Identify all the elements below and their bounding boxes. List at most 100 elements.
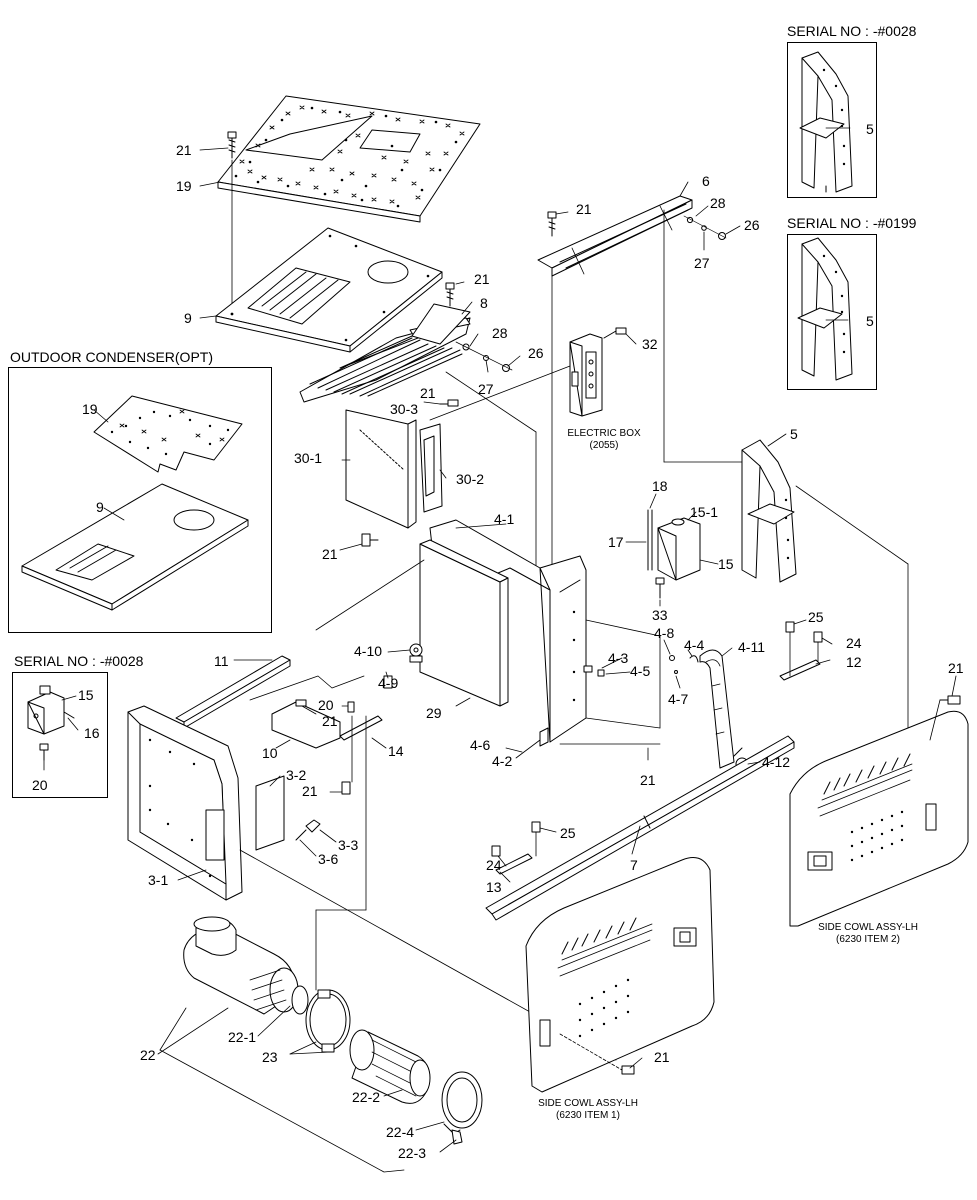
bolt-21-rh bbox=[939, 695, 961, 705]
leader-lines bbox=[43, 127, 957, 1153]
bolt-21-bracket8 bbox=[445, 282, 455, 307]
bolt-21-30 bbox=[361, 533, 379, 547]
serial-0199-inset bbox=[787, 234, 877, 390]
part-label-26: 26 bbox=[744, 217, 760, 233]
stand-5-inset-top bbox=[799, 51, 853, 193]
side-cowl-lh bbox=[525, 857, 715, 1093]
part-label-4-10: 4-10 bbox=[354, 643, 383, 659]
part-label-28: 28 bbox=[492, 325, 508, 341]
stand-5 bbox=[741, 439, 797, 583]
part-label-15-1: 15-1 bbox=[690, 504, 719, 520]
part-label-15: 15 bbox=[78, 687, 94, 703]
part-label-21: 21 bbox=[654, 1049, 670, 1065]
bolt-33 bbox=[655, 577, 665, 599]
part-label-21: 21 bbox=[322, 713, 338, 729]
side-cowl-rh-caption: SIDE COWL ASSY-LH bbox=[818, 922, 918, 933]
part-label-21: 21 bbox=[176, 142, 192, 158]
panel-29 bbox=[419, 539, 509, 707]
tank-15-inset bbox=[27, 685, 75, 735]
part-label-21: 21 bbox=[420, 385, 436, 401]
side-cowl-rh-ref: (6230 ITEM 2) bbox=[836, 934, 900, 945]
part-label-33: 33 bbox=[652, 607, 668, 623]
part-label-9: 9 bbox=[184, 310, 192, 326]
condenser-plate-9 bbox=[21, 483, 249, 611]
side-cowl-lh-ref: (6230 ITEM 1) bbox=[556, 1110, 620, 1121]
part-label-21: 21 bbox=[948, 660, 964, 676]
part-label-26: 26 bbox=[528, 345, 544, 361]
washers-28-27-26-b bbox=[683, 215, 727, 240]
part-label-24: 24 bbox=[846, 635, 862, 651]
part-label-22-2: 22-2 bbox=[352, 1089, 381, 1105]
part-label-5: 5 bbox=[866, 121, 874, 137]
valve-22-3 bbox=[451, 1129, 463, 1145]
part-label-4-6: 4-6 bbox=[470, 737, 491, 753]
electric-box-caption: ELECTRIC BOX bbox=[567, 428, 641, 439]
part-label-22-1: 22-1 bbox=[228, 1029, 257, 1045]
handle-12 bbox=[779, 621, 823, 681]
part-label-7: 7 bbox=[630, 857, 638, 873]
part-label-15: 15 bbox=[718, 556, 734, 572]
part-label-23: 23 bbox=[262, 1049, 278, 1065]
part-label-30-2: 30-2 bbox=[456, 471, 485, 487]
bolt-30-3 bbox=[439, 399, 459, 407]
washers-28-27-26-a bbox=[455, 341, 513, 372]
part-label-6: 6 bbox=[702, 173, 710, 189]
serial-0028-inset-top bbox=[787, 42, 877, 198]
rail-7 bbox=[485, 735, 795, 921]
part-label-8: 8 bbox=[480, 295, 488, 311]
bolts-20-21 bbox=[295, 699, 355, 713]
part-label-4-4: 4-4 bbox=[684, 637, 705, 653]
part-label-9: 9 bbox=[96, 499, 104, 515]
part-label-4-9: 4-9 bbox=[378, 675, 399, 691]
part-label-32: 32 bbox=[642, 336, 658, 352]
bracket-30-2 bbox=[419, 423, 443, 513]
side-cowl-rh bbox=[789, 710, 969, 927]
part-label-18: 18 bbox=[652, 478, 668, 494]
part-label-22: 22 bbox=[140, 1047, 156, 1063]
part-label-25: 25 bbox=[560, 825, 576, 841]
serial-0199-title: SERIAL NO : -#0199 bbox=[787, 215, 917, 231]
element-22-2 bbox=[349, 1029, 431, 1104]
sub-parts-4 bbox=[539, 655, 699, 747]
stand-5-inset-mid bbox=[797, 237, 853, 381]
panel-3-1 bbox=[127, 705, 243, 901]
part-label-27: 27 bbox=[694, 255, 710, 271]
part-label-14: 14 bbox=[388, 743, 404, 759]
part-label-20: 20 bbox=[318, 697, 334, 713]
part-label-22-3: 22-3 bbox=[398, 1145, 427, 1161]
serial-0028-inset-left bbox=[12, 672, 108, 798]
part-label-19: 19 bbox=[82, 401, 98, 417]
bolt-32 bbox=[603, 327, 627, 339]
outdoor-condenser-title: OUTDOOR CONDENSER(OPT) bbox=[10, 349, 213, 365]
condenser-plate-19 bbox=[93, 395, 243, 473]
element-22-1 bbox=[249, 967, 309, 1015]
part-label-4-8: 4-8 bbox=[654, 625, 675, 641]
part-label-21: 21 bbox=[302, 783, 318, 799]
handle-13 bbox=[491, 821, 541, 875]
outdoor-condenser-inset bbox=[8, 367, 272, 633]
part-label-12: 12 bbox=[846, 654, 862, 670]
part-label-21: 21 bbox=[322, 546, 338, 562]
bolt-21-floor bbox=[227, 131, 237, 159]
part-label-4-7: 4-7 bbox=[668, 691, 689, 707]
serial-0028-title-left: SERIAL NO : -#0028 bbox=[14, 653, 144, 669]
part-label-25: 25 bbox=[808, 609, 824, 625]
part-label-13: 13 bbox=[486, 879, 502, 895]
part-label-30-3: 30-3 bbox=[390, 401, 419, 417]
electric-box-ref: (2055) bbox=[589, 440, 619, 451]
part-label-16: 16 bbox=[84, 725, 100, 741]
seal-4-11 bbox=[699, 649, 735, 769]
part-label-4-2: 4-2 bbox=[492, 753, 513, 769]
bracket-8 bbox=[299, 303, 471, 403]
floor-plate-19 bbox=[217, 95, 481, 223]
clamp-23 bbox=[305, 989, 351, 1053]
electric-box bbox=[569, 333, 603, 417]
part-label-4-12: 4-12 bbox=[762, 754, 791, 770]
bar-14 bbox=[339, 715, 383, 741]
cover-22-4 bbox=[441, 1071, 483, 1135]
part-label-30-1: 30-1 bbox=[294, 450, 323, 466]
part-label-11: 11 bbox=[214, 653, 229, 669]
part-label-28: 28 bbox=[710, 195, 726, 211]
serial-0028-title-top: SERIAL NO : -#0028 bbox=[787, 23, 917, 39]
